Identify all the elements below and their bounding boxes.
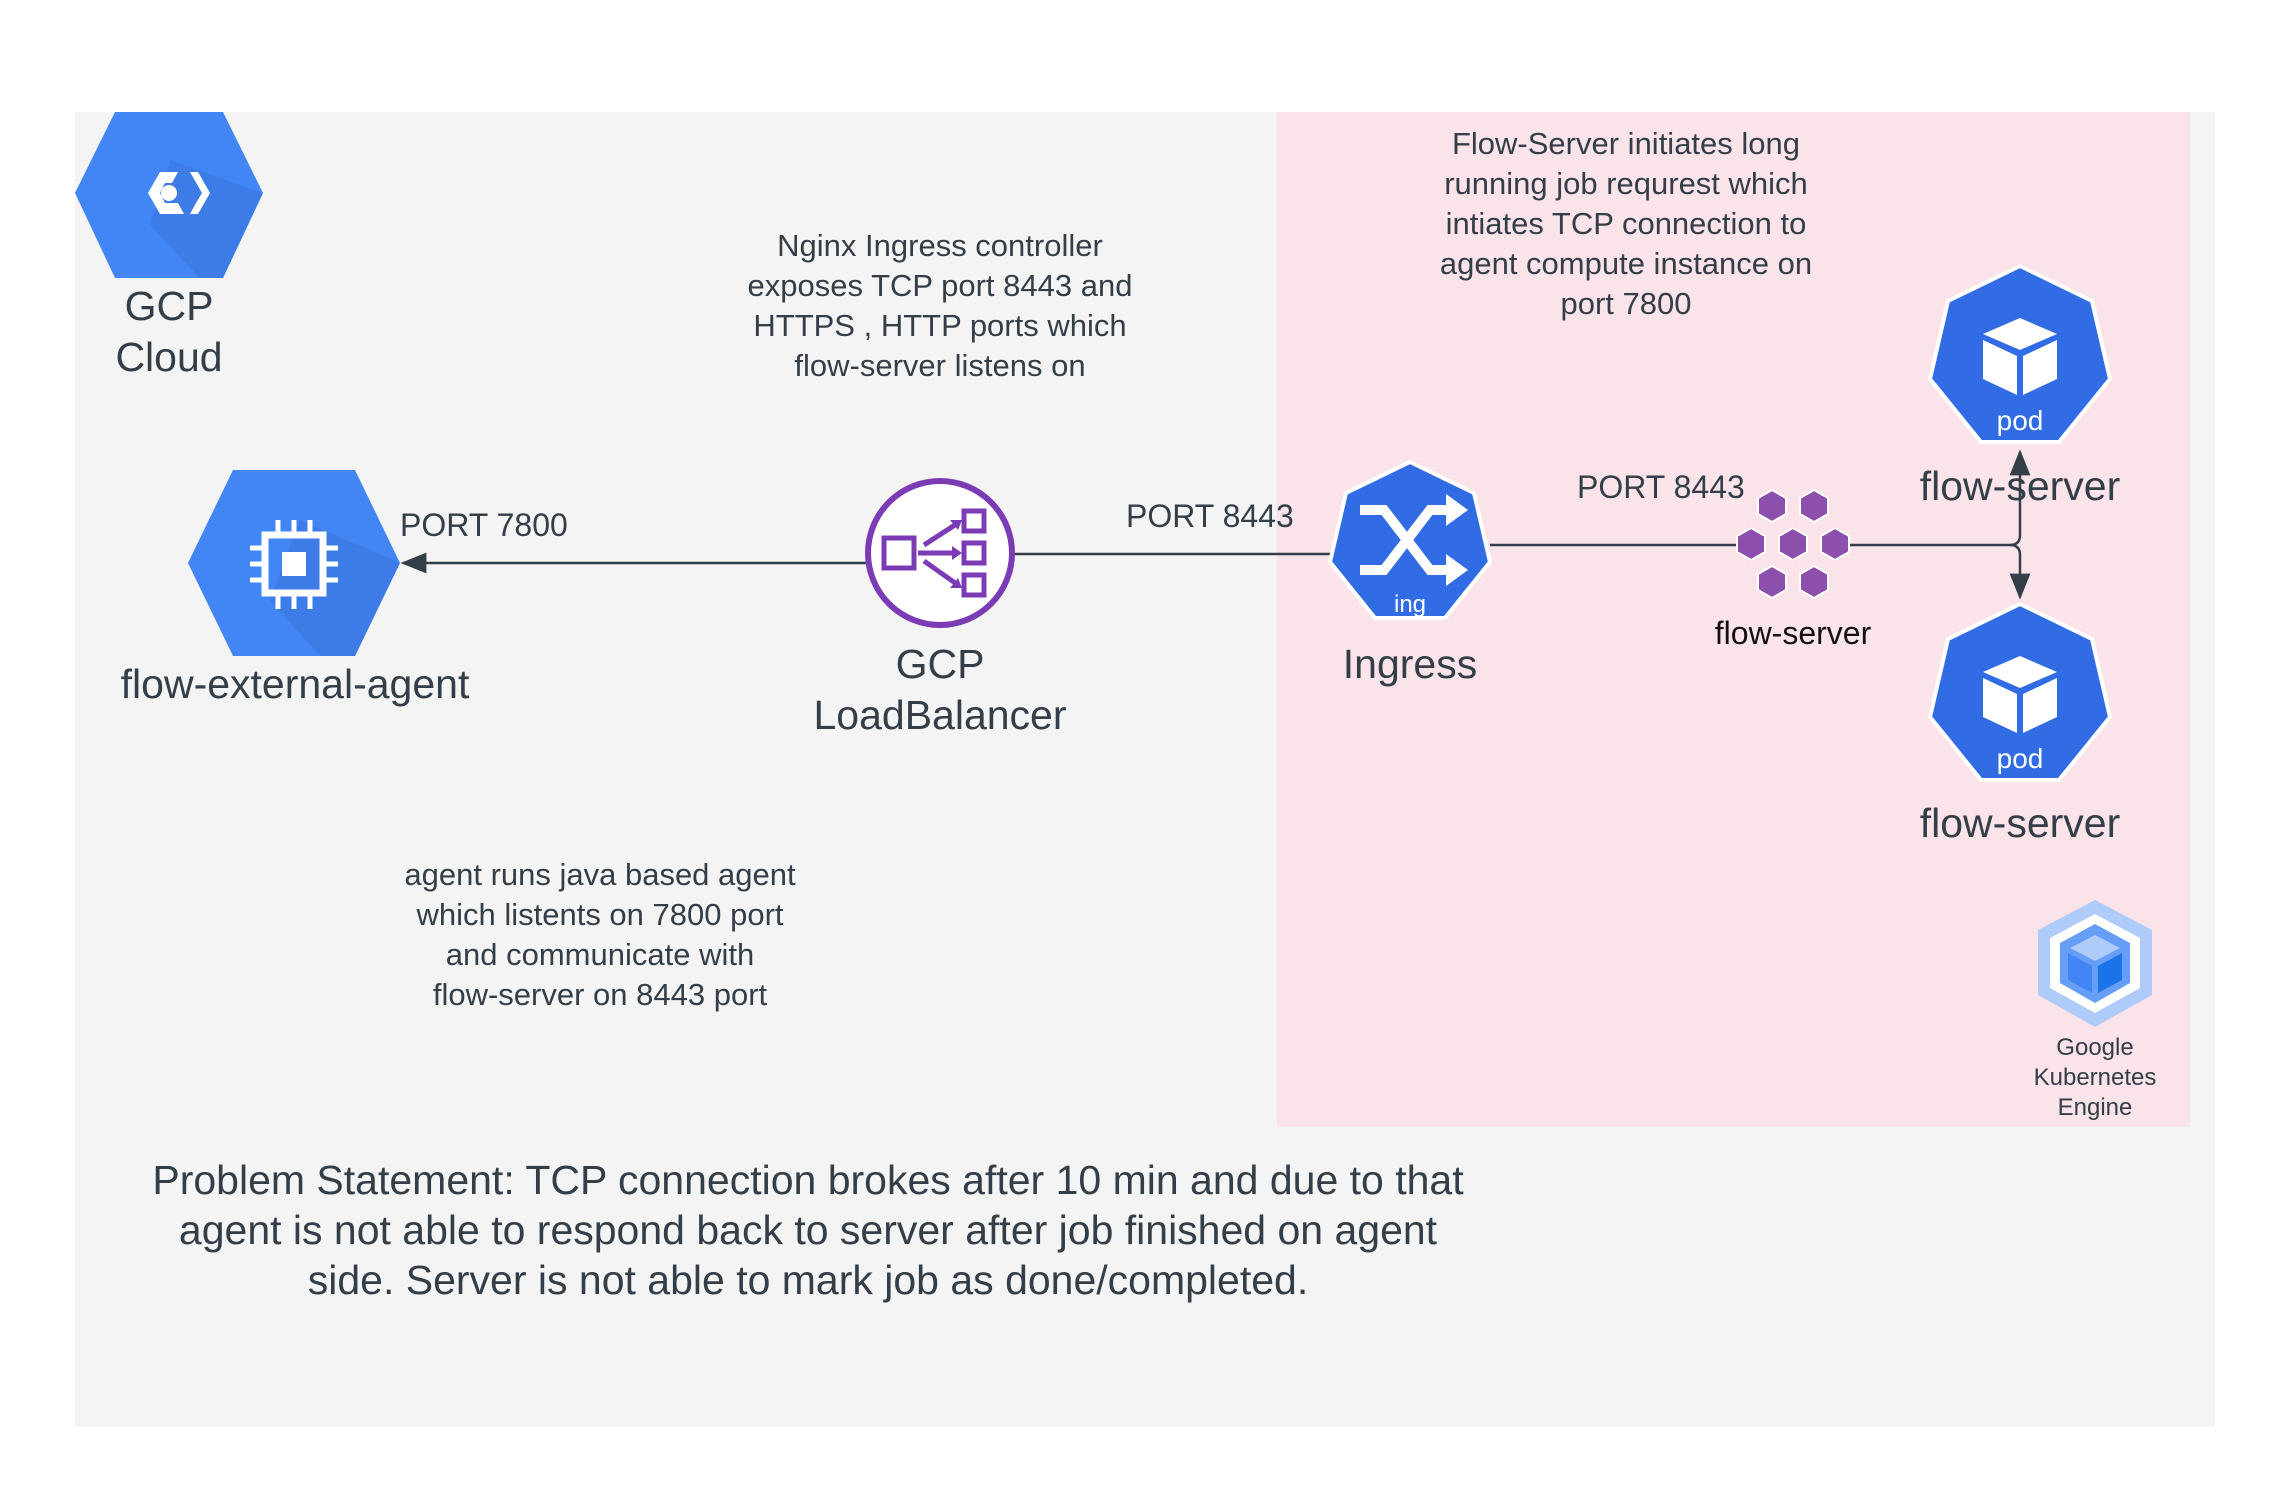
nginx-ingress-note: Nginx Ingress controller exposes TCP por… — [747, 228, 1133, 383]
load-balancer-label: GCP LoadBalancer — [813, 641, 1067, 738]
gcp-cloud-icon — [75, 112, 263, 278]
external-agent-label: flow-external-agent — [120, 661, 470, 707]
pod-bottom-icon: pod — [1927, 601, 2113, 782]
edge-label-port-8443-ingress: PORT 8443 — [1577, 469, 1745, 505]
problem-statement: Problem Statement: TCP connection brokes… — [152, 1157, 1464, 1303]
flow-server-cluster-label: flow-server — [1714, 615, 1872, 651]
pod-top-icon: pod — [1927, 263, 2113, 444]
ingress-badge: ing — [1394, 591, 1426, 618]
ingress-icon: ing — [1327, 459, 1493, 620]
gcp-cloud-label: GCP Cloud — [115, 283, 223, 380]
flow-server-note: Flow-Server initiates long running job r… — [1439, 126, 1813, 321]
edge-label-port-8443-lb: PORT 8443 — [1126, 498, 1294, 534]
load-balancer-icon — [865, 478, 1015, 628]
ingress-label: Ingress — [1342, 641, 1478, 687]
pod-bottom-label: flow-server — [1919, 800, 2121, 846]
pod-top-label: flow-server — [1919, 463, 2121, 509]
pod-bottom-badge: pod — [1997, 743, 2044, 774]
edge-label-port-7800: PORT 7800 — [400, 507, 568, 543]
gke-label: Google Kubernetes Engine — [2033, 1034, 2157, 1121]
pod-top-badge: pod — [1997, 405, 2044, 436]
edge-cluster-to-pod-bottom — [2009, 543, 2031, 600]
compute-engine-icon — [188, 470, 400, 656]
gke-logo-icon — [2038, 900, 2152, 1027]
agent-note: agent runs java based agent which listen… — [404, 857, 796, 1012]
flow-server-cluster-icon — [1736, 488, 1850, 600]
